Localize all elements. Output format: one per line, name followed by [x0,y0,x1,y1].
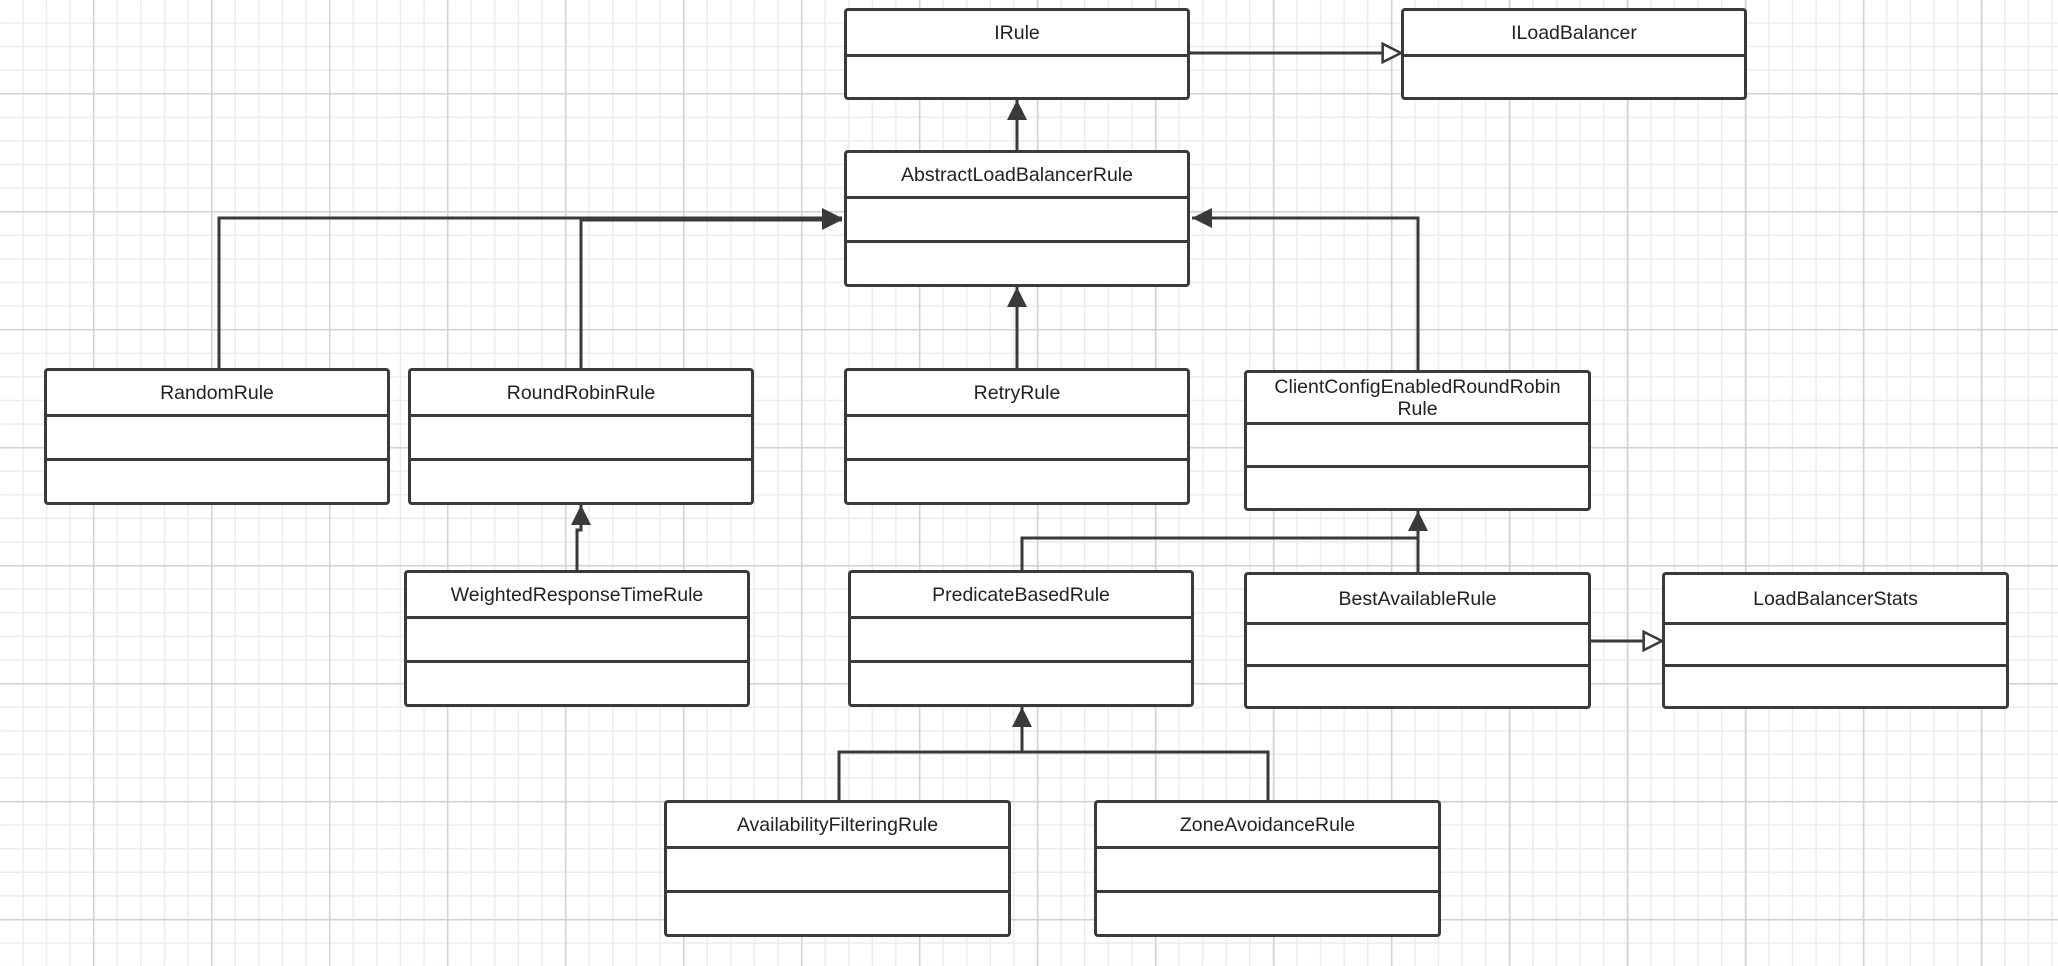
class-attributes [407,619,747,663]
class-attributes [411,417,751,461]
class-abstract-load-balancer-rule[interactable]: AbstractLoadBalancerRule [844,150,1190,287]
class-name: PredicateBasedRule [851,573,1191,619]
class-name: RoundRobinRule [411,371,751,417]
class-attributes [1247,425,1588,468]
class-name: RetryRule [847,371,1187,417]
class-name: IRule [847,11,1187,57]
class-name: RandomRule [47,371,387,417]
class-attributes [1404,57,1744,97]
edge-availability-to-predicate [837,707,1032,800]
edge-predicate-to-clientconfig [1020,536,1418,570]
class-name: AbstractLoadBalancerRule [847,153,1187,199]
edge-clientconfig-to-abstract [1192,208,1420,370]
class-operations [847,243,1187,284]
class-weighted-response-time-rule[interactable]: WeightedResponseTimeRule [404,570,750,707]
class-attributes [1247,625,1588,667]
class-attributes [1097,849,1438,893]
edge-weighted-to-roundrobin [571,505,591,570]
class-attributes [847,57,1187,97]
edge-zoneavoidance-to-predicate [1022,750,1270,800]
class-operations [1097,893,1438,934]
class-name: BestAvailableRule [1247,575,1588,625]
class-operations [847,461,1187,502]
class-attributes [847,199,1187,243]
class-round-robin-rule[interactable]: RoundRobinRule [408,368,754,505]
class-name: AvailabilityFilteringRule [667,803,1008,849]
edge-random-to-abstract [217,208,842,368]
class-name: ZoneAvoidanceRule [1097,803,1438,849]
class-predicate-based-rule[interactable]: PredicateBasedRule [848,570,1194,707]
class-irule[interactable]: IRule [844,8,1190,100]
class-operations [1665,667,2006,706]
class-name: LoadBalancerStats [1665,575,2006,625]
class-retry-rule[interactable]: RetryRule [844,368,1190,505]
class-operations [47,461,387,502]
class-attributes [47,417,387,461]
class-attributes [851,619,1191,663]
class-operations [1247,468,1588,508]
class-operations [411,461,751,502]
class-zone-avoidance-rule[interactable]: ZoneAvoidanceRule [1094,800,1441,937]
class-random-rule[interactable]: RandomRule [44,368,390,505]
class-attributes [667,849,1008,893]
class-attributes [847,417,1187,461]
class-operations [851,663,1191,704]
class-load-balancer-stats[interactable]: LoadBalancerStats [1662,572,2009,709]
class-name: ILoadBalancer [1404,11,1744,57]
class-client-config-enabled-round-robin-rule[interactable]: ClientConfigEnabledRoundRobin Rule [1244,370,1591,511]
edge-roundrobin-to-abstract [579,210,842,368]
class-availability-filtering-rule[interactable]: AvailabilityFilteringRule [664,800,1011,937]
class-attributes [1665,625,2006,667]
class-name: ClientConfigEnabledRoundRobin Rule [1247,373,1588,425]
class-name: WeightedResponseTimeRule [407,573,747,619]
class-best-available-rule[interactable]: BestAvailableRule [1244,572,1591,709]
class-operations [1247,667,1588,706]
class-iloadbalancer[interactable]: ILoadBalancer [1401,8,1747,100]
class-operations [407,663,747,704]
class-operations [667,893,1008,934]
